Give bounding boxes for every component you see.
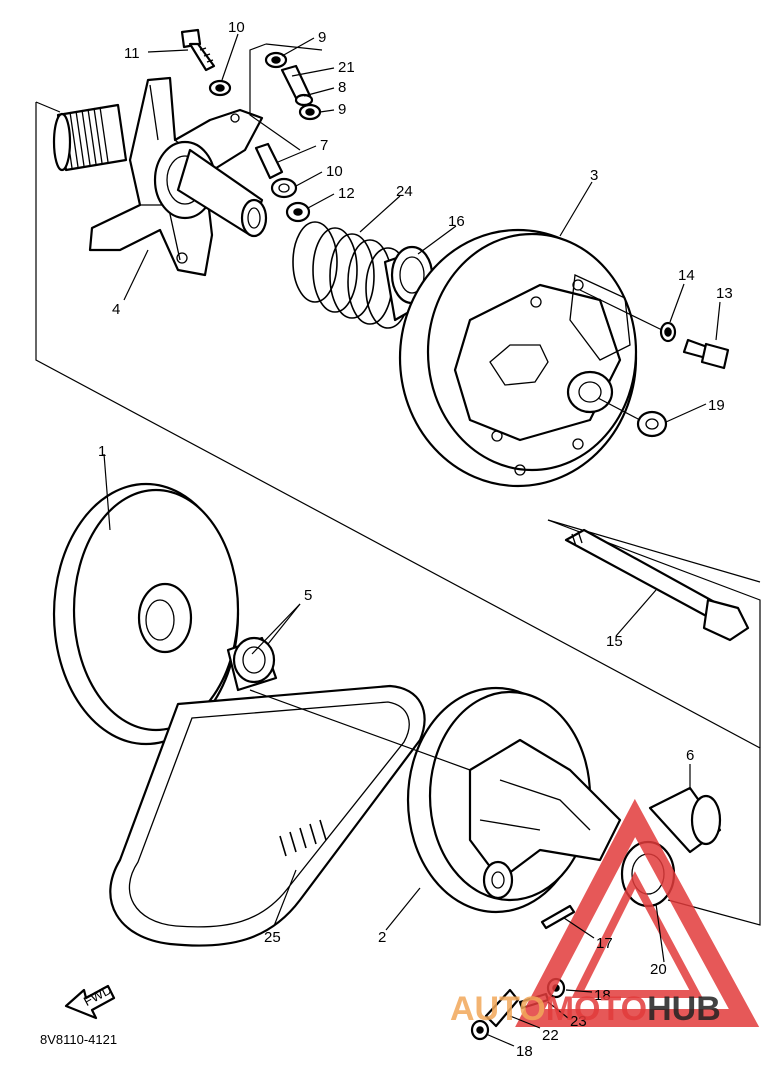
- part-6-sleeve: [648, 786, 722, 854]
- callout-10-lower: 10: [326, 163, 343, 180]
- callout-14: 14: [678, 267, 695, 284]
- callout-4: 4: [112, 301, 120, 318]
- callout-3: 3: [590, 167, 598, 184]
- part-2-primary-sheave: [406, 686, 622, 914]
- callout-labels: 11 10 9 21 8 9 7 10 12 24 16 3 4 14 13 1…: [98, 19, 733, 1060]
- part-7-pin: [254, 142, 284, 180]
- callout-13: 13: [716, 285, 733, 302]
- watermark-text-part2: MOTO: [546, 990, 647, 1028]
- callout-19: 19: [708, 397, 725, 414]
- callout-23: 23: [570, 1013, 587, 1030]
- callout-11-upper: 11: [124, 45, 140, 62]
- part-17-pin: [540, 904, 576, 930]
- part-13-bolt: [682, 338, 730, 370]
- part-4-shaft-spider: [52, 76, 268, 277]
- callout-25: 25: [264, 929, 281, 946]
- part-5-bushing: [226, 636, 278, 692]
- part-11-bolt: [180, 28, 216, 72]
- part-14-washer: [659, 321, 677, 343]
- parts-9-21-8-pin-set: [249, 43, 323, 151]
- callout-1: 1: [98, 443, 106, 460]
- callout-18-upper: 18: [594, 987, 611, 1004]
- leader-lines: [103, 33, 721, 1047]
- callout-7: 7: [320, 137, 328, 154]
- callout-21: 21: [338, 59, 355, 76]
- callout-8: 8: [338, 79, 346, 96]
- part-18-washer-lower: [470, 1019, 490, 1041]
- forward-direction-arrow-icon: [64, 984, 116, 1020]
- callout-5: 5: [304, 587, 312, 604]
- watermark-triangle-icon: [515, 798, 760, 1027]
- callout-24: 24: [396, 183, 413, 200]
- watermark-text-part3: HUB: [647, 990, 721, 1028]
- callout-22: 22: [542, 1027, 559, 1044]
- part-15-long-bolt: [564, 528, 750, 642]
- part-22-clip: [484, 988, 520, 1028]
- part-25-drive-belt: [109, 684, 426, 947]
- callout-2: 2: [378, 929, 386, 946]
- watermark-logo: [515, 798, 760, 1027]
- callout-18-lower: 18: [516, 1043, 533, 1060]
- watermark-text: AUTOMOTOHUB: [450, 990, 721, 1028]
- callout-17: 17: [596, 935, 613, 952]
- part-1-movable-sheave: [52, 482, 240, 746]
- callout-9-lower: 9: [338, 101, 346, 118]
- callout-20: 20: [650, 961, 667, 978]
- part-19-washer: [636, 410, 668, 438]
- callout-10-upper: 10: [228, 19, 245, 36]
- callout-9-upper: 9: [318, 29, 326, 46]
- part-10-collar-lower: [270, 177, 298, 199]
- callout-12: 12: [338, 185, 355, 202]
- part-10-collar-upper: [208, 79, 232, 97]
- part-3-clutch-cover: [398, 228, 638, 488]
- callout-16: 16: [448, 213, 465, 230]
- callout-6: 6: [686, 747, 694, 764]
- callout-15: 15: [606, 633, 623, 650]
- watermark-text-part1: AUTO: [450, 990, 546, 1028]
- part-12-nut: [285, 201, 311, 223]
- diagram-code: 8V8110-4121: [40, 1032, 117, 1047]
